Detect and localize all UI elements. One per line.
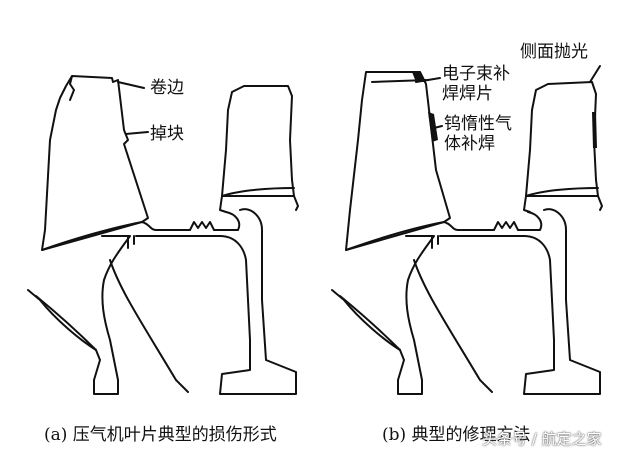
blade-a-small-root [219, 195, 299, 213]
disk-a-bore [127, 235, 135, 249]
blade-b-small-platform [525, 187, 599, 197]
blade-b-small-root [523, 195, 603, 213]
disk-a-web-left [35, 295, 97, 351]
caption-b: (b) 典型的修理方法 [382, 425, 531, 445]
label-curl: 卷边 [150, 78, 184, 98]
blade-a-curl-detail [69, 75, 75, 101]
label-ebw-line2: 焊焊片 [442, 84, 493, 104]
disk-a-body [27, 235, 131, 395]
leader-chip [125, 131, 149, 135]
blade-b-small-airfoil [525, 81, 599, 197]
blade-a-platform [41, 221, 143, 251]
blade-a-small-platform [221, 187, 295, 197]
leader-polish [589, 65, 601, 83]
blade-a-large-airfoil [41, 75, 149, 251]
ebw-weld-mark [412, 72, 424, 82]
watermark: 头条号 / 航定之家 [482, 430, 602, 448]
label-chip: 掉块 [150, 124, 184, 144]
disk-b-bore [431, 235, 439, 249]
blade-b-root [443, 211, 543, 231]
label-tig-line2: 体补焊 [444, 134, 495, 154]
disk-a-spoke [109, 259, 189, 393]
caption-a: (a) 压气机叶片典型的损伤形式 [44, 425, 277, 445]
tig-weld-mark [428, 112, 438, 142]
disk-a-rim-right [135, 208, 297, 395]
disk-b-spoke [413, 259, 493, 393]
label-tig-line1: 钨惰性气 [444, 114, 512, 134]
polish-mark [592, 112, 597, 148]
disk-b-body [331, 235, 435, 395]
blade-a-small-airfoil [221, 85, 295, 197]
blade-b-platform [345, 221, 445, 251]
disk-b-web-left [339, 295, 401, 351]
label-polish: 侧面抛光 [520, 42, 588, 62]
leader-curl [117, 81, 145, 89]
blade-a-root [141, 211, 241, 231]
disk-b-rim-right [439, 208, 601, 395]
label-ebw-line1: 电子束补 [442, 64, 510, 84]
